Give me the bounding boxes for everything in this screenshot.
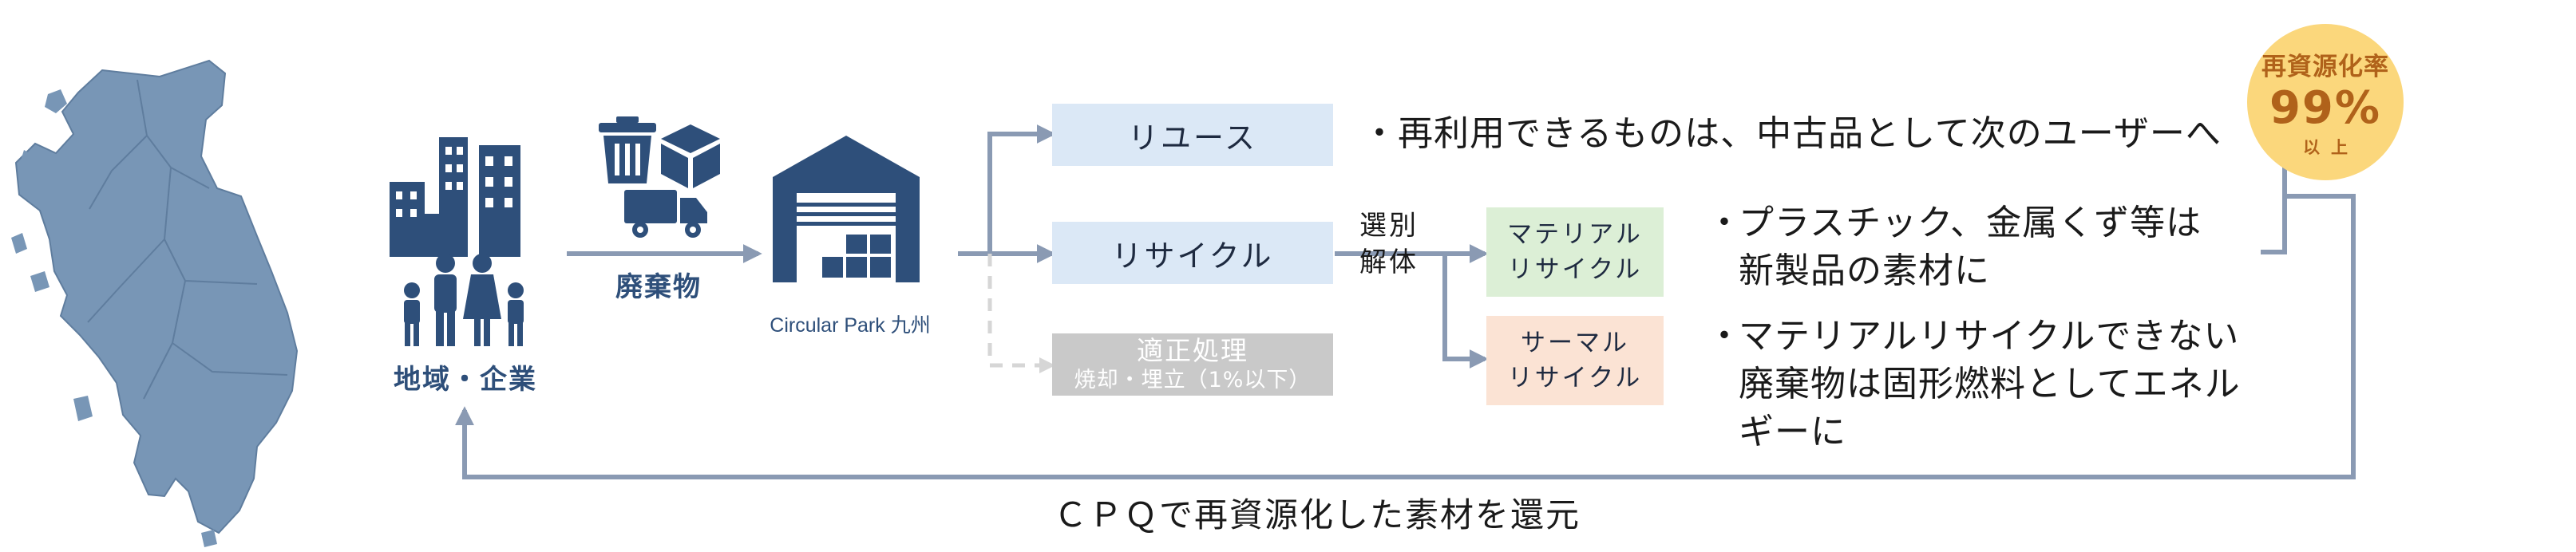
kyushu-island-5 — [73, 396, 93, 421]
box-icon — [661, 124, 720, 188]
kyushu-map — [11, 59, 299, 547]
thermal-description-line-1: マテリアルリサイクルできない — [1739, 316, 2240, 357]
thermal-description-line-3: ギーに — [1739, 412, 1846, 452]
source-label: 地域・企業 — [394, 364, 537, 396]
badge-value: 99% — [2269, 81, 2382, 134]
sorting-dismantling-label: 選別 解体 — [1357, 207, 1421, 281]
feedback-label: ＣＰＱで再資源化した素材を還元 — [1053, 495, 1581, 534]
thermal-recycle-box: サーマル リサイクル — [1486, 316, 1664, 405]
bullet-mark: ・ — [1707, 316, 1743, 357]
warehouse-icon — [773, 136, 920, 282]
recycling-rate-badge: 再資源化率 99% 以上 — [2247, 24, 2404, 180]
facility-label: Circular Park 九州 — [770, 314, 931, 337]
reuse-label: リユース — [1127, 120, 1258, 156]
family-icon — [404, 254, 524, 346]
kyushu-prefecture-borders — [87, 79, 288, 400]
badge-title: 再資源化率 — [2261, 52, 2389, 81]
feedback-loop-arrow — [455, 194, 2356, 479]
arrow-to-reuse — [987, 124, 1056, 254]
dismantling-label: 解体 — [1359, 246, 1419, 278]
reuse-description: ・再利用できるものは、中古品として次のユーザーへ — [1362, 113, 2222, 154]
disposal-box: 適正処理 焼却・埋立（1%以下） — [1052, 333, 1333, 396]
kyushu-island-3 — [11, 233, 27, 254]
kyushu-island-1 — [45, 89, 67, 113]
arrow-to-disposal — [987, 254, 1055, 373]
kyushu-island-4 — [30, 271, 49, 292]
disposal-sublabel: 焼却・埋立（1%以下） — [1074, 368, 1312, 392]
material-recycle-label-1: マテリアル — [1507, 220, 1643, 249]
material-recycle-box: マテリアル リサイクル — [1486, 207, 1664, 297]
recycle-box: リサイクル — [1052, 222, 1333, 284]
material-recycle-label-2: リサイクル — [1507, 255, 1643, 284]
truck-icon — [624, 190, 707, 238]
badge-note: 以上 — [2303, 137, 2359, 157]
kyushu-island-6 — [201, 530, 217, 547]
thermal-recycle-description: ・マテリアルリサイクルできない 廃棄物は固形燃料としてエネル ギーに — [1707, 313, 2241, 456]
recycle-label: リサイクル — [1111, 238, 1274, 274]
material-recycle-description: ・プラスチック、金属くず等は 新製品の素材に — [1707, 199, 2202, 295]
thermal-description-line-2: 廃棄物は固形燃料としてエネル — [1739, 364, 2241, 404]
thermal-recycle-label-2: リサイクル — [1507, 364, 1643, 392]
buildings-icon — [390, 137, 520, 257]
sorting-label: 選別 — [1359, 210, 1419, 242]
waste-label: 廃棄物 — [615, 271, 702, 303]
material-description-line-2: 新製品の素材に — [1739, 250, 1990, 291]
arrow-to-thermal-recycle — [1442, 254, 1489, 369]
reuse-box: リユース — [1052, 104, 1333, 166]
kyushu-island-2 — [19, 150, 35, 171]
kyushu-mainland-shape — [14, 59, 299, 534]
bullet-mark: ・ — [1707, 203, 1743, 243]
disposal-label: 適正処理 — [1137, 335, 1248, 366]
material-description-line-1: プラスチック、金属くず等は — [1739, 203, 2202, 243]
thermal-recycle-label-1: サーマル — [1521, 329, 1629, 357]
trash-bin-icon — [599, 116, 656, 183]
